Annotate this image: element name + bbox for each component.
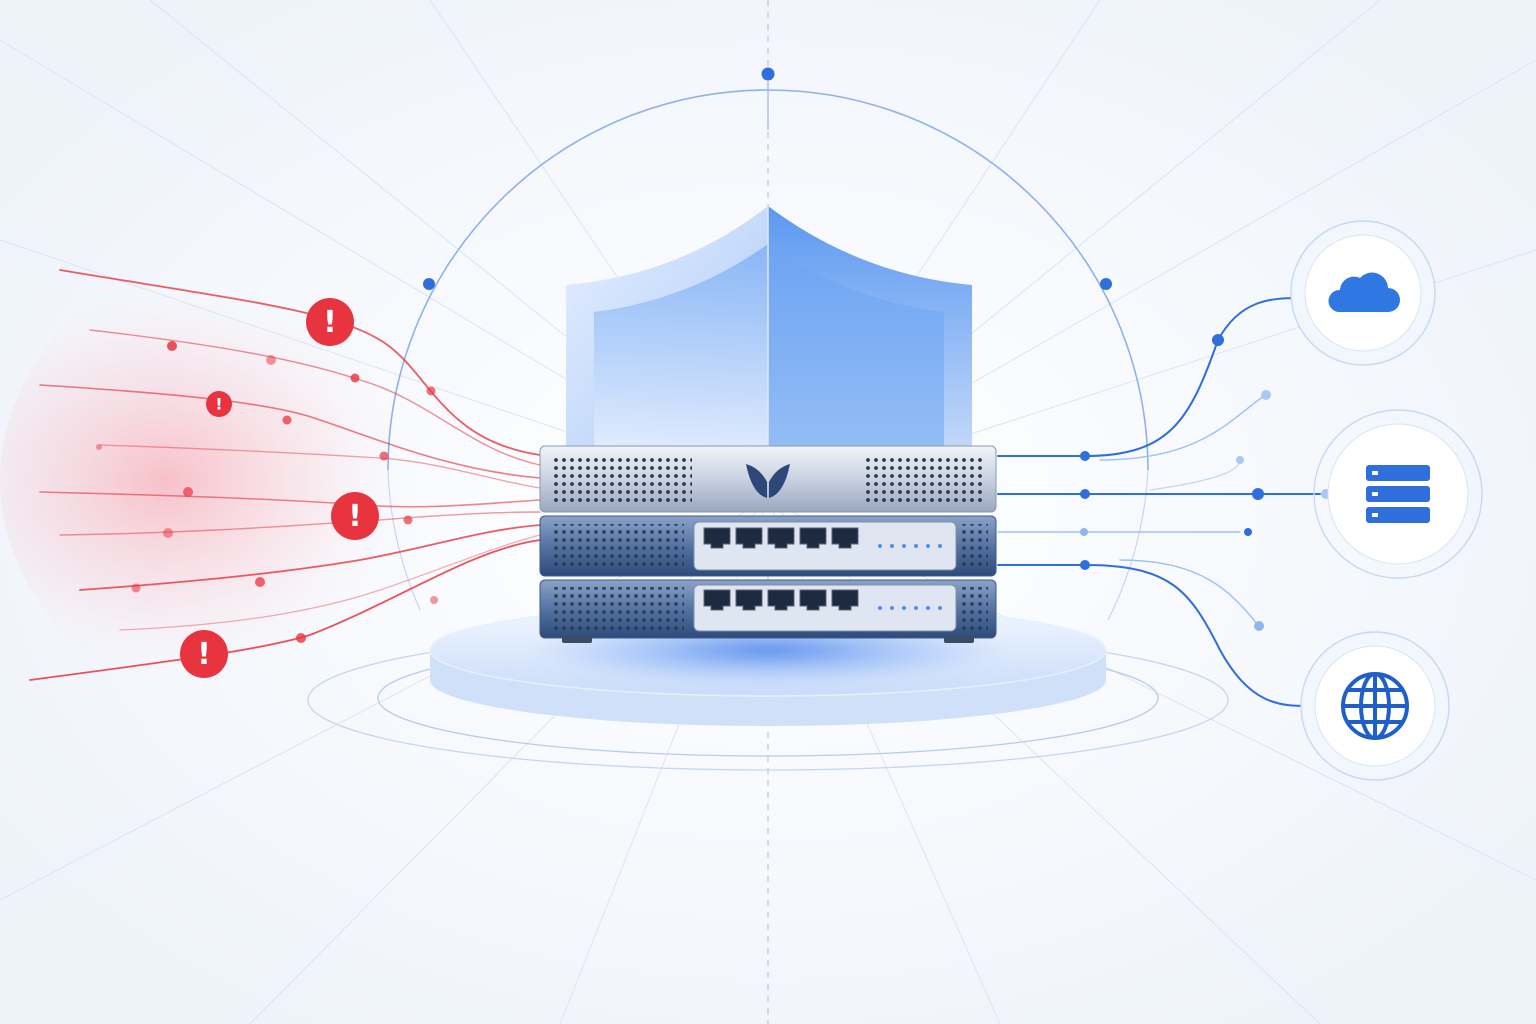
secure-connections <box>997 297 1321 707</box>
shield-icon <box>566 206 972 460</box>
alert-icon: ! <box>331 492 379 540</box>
ethernet-port <box>799 527 827 549</box>
globe-icon <box>1341 672 1409 740</box>
alert-icon: ! <box>306 298 354 346</box>
alert-icon: ! <box>206 391 232 417</box>
server-node <box>1313 409 1483 579</box>
ethernet-port <box>767 589 795 611</box>
ethernet-port <box>767 527 795 549</box>
ethernet-port <box>735 527 763 549</box>
cloud-node <box>1290 220 1436 366</box>
threat-nodes <box>96 341 438 643</box>
alert-icon: ! <box>180 630 228 678</box>
alert-glyph: ! <box>197 637 211 672</box>
ethernet-port <box>703 589 731 611</box>
ethernet-port <box>799 589 827 611</box>
ethernet-port <box>831 589 859 611</box>
threat-haze <box>0 220 660 740</box>
protection-dome <box>387 67 1149 621</box>
cloud-icon <box>1328 272 1400 312</box>
ethernet-port <box>735 589 763 611</box>
alert-glyph: ! <box>323 305 337 340</box>
alert-glyph: ! <box>215 394 222 413</box>
ethernet-port <box>703 527 731 549</box>
firewall-appliance-icon <box>539 445 997 643</box>
network-ports <box>703 589 859 611</box>
server-stack-icon <box>1366 465 1430 523</box>
brand-logo-icon <box>746 464 790 498</box>
alert-glyph: ! <box>348 499 362 534</box>
destinations <box>1290 220 1483 781</box>
ethernet-port <box>831 527 859 549</box>
network-ports <box>703 527 859 549</box>
threat-alerts: !!!! <box>180 298 379 678</box>
globe-node <box>1300 631 1450 781</box>
